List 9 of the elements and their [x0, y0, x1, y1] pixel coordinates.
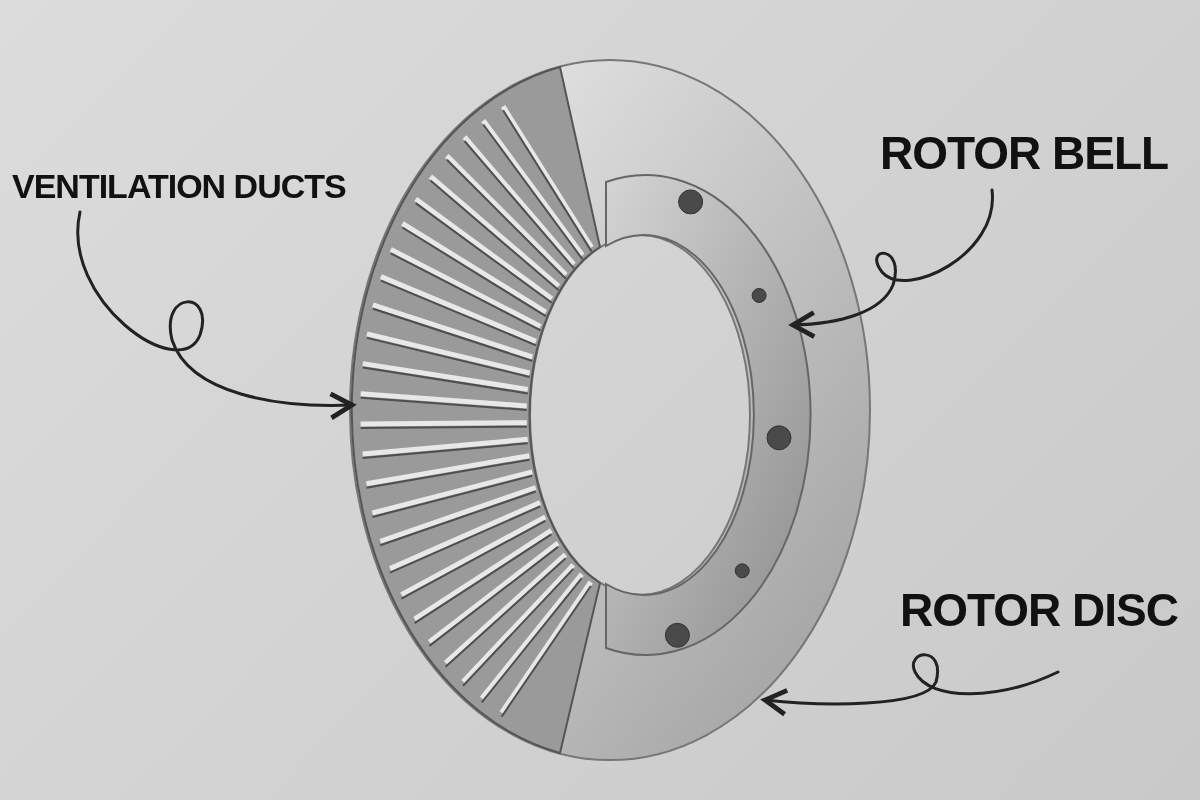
ventilation-ducts-drawing: [350, 66, 601, 754]
rotor-bell-drawing: [605, 174, 812, 656]
part-label: ROTOR DISC: [900, 585, 1178, 636]
part-label: VENTILATION DUCTS: [12, 168, 346, 206]
leader-arrow: [762, 653, 1060, 717]
leader-arrow: [790, 188, 994, 339]
part-label: ROTOR BELL: [880, 128, 1169, 179]
leader-arrow: [76, 210, 355, 420]
rotor-disc-drawing: [349, 59, 871, 761]
